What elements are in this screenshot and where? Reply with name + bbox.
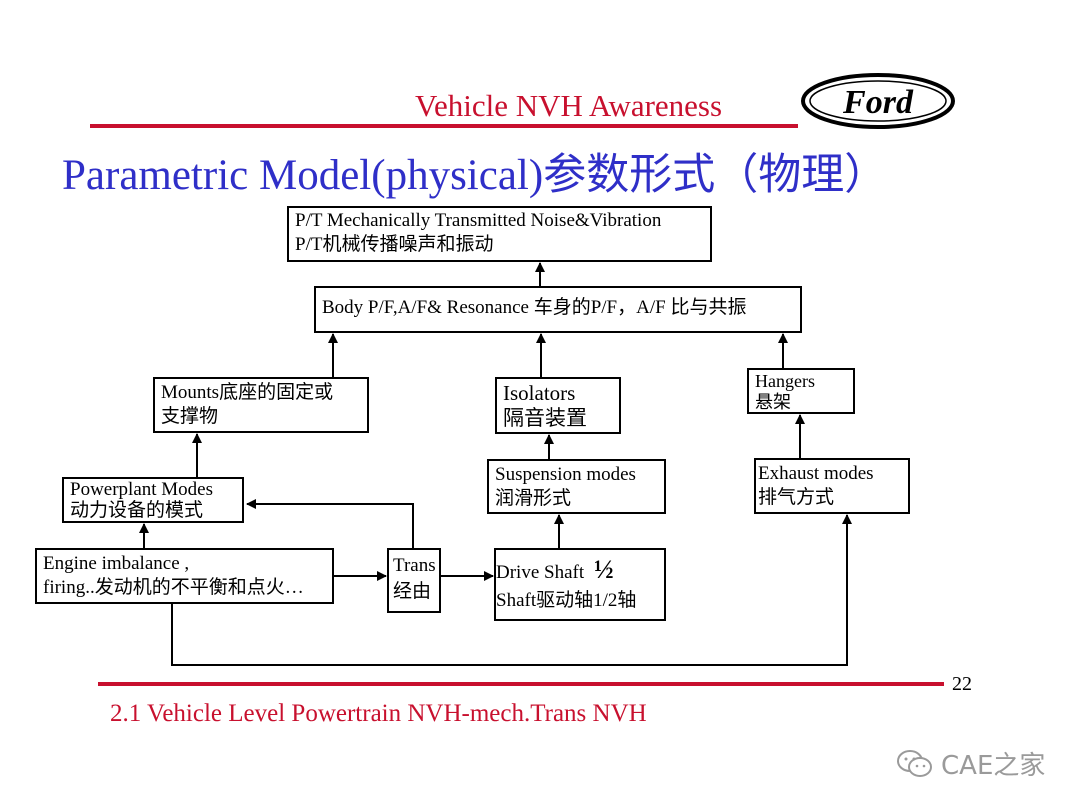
node-label: 悬架 bbox=[755, 392, 791, 412]
node-body-resonance: Body P/F,A/F& Resonance 车身的P/F，A/F 比与共振 bbox=[314, 286, 802, 333]
node-label: P/T机械传播噪声和振动 bbox=[295, 234, 494, 255]
node-label: Powerplant Modes bbox=[70, 479, 214, 500]
header-rule bbox=[90, 124, 798, 128]
node-label: Hangers bbox=[755, 371, 815, 391]
node-label: firing..发动机的不平衡和点火… bbox=[43, 577, 304, 598]
node-label: 隔音装置 bbox=[503, 406, 587, 430]
node-isolators: Isolators 隔音装置 bbox=[495, 377, 621, 434]
arrow-engine-to-exhaust bbox=[171, 514, 852, 666]
wechat-icon bbox=[897, 749, 932, 777]
node-label: Suspension modes bbox=[495, 464, 636, 485]
header-title: Vehicle NVH Awareness bbox=[415, 88, 723, 123]
node-trans: Trans 经由 bbox=[387, 548, 441, 613]
node-label: 经由 bbox=[393, 581, 432, 602]
node-label: Isolators bbox=[503, 381, 576, 405]
watermark-text: CAE之家 bbox=[941, 751, 1046, 781]
node-exhaust: Exhaust modes 排气方式 bbox=[754, 458, 910, 514]
node-pt-mechanical: P/T Mechanically Transmitted Noise&Vibra… bbox=[287, 206, 712, 262]
node-label: 动力设备的模式 bbox=[70, 500, 204, 521]
logo-text: Ford bbox=[842, 84, 914, 121]
node-drive-shaft: Drive Shaft ½ Shaft驱动轴1/2轴 bbox=[494, 548, 666, 621]
fraction-label: ½ bbox=[594, 555, 614, 584]
node-label: 排气方式 bbox=[758, 487, 835, 508]
ford-logo: Ford bbox=[801, 73, 955, 129]
page-number: 22 bbox=[952, 673, 972, 695]
node-powerplant: Powerplant Modes 动力设备的模式 bbox=[62, 477, 244, 523]
watermark: CAE之家 bbox=[895, 745, 1045, 782]
node-label: Trans bbox=[393, 555, 436, 576]
node-label: 支撑物 bbox=[161, 406, 219, 427]
node-label: Body P/F,A/F& Resonance 车身的P/F，A/F 比与共振 bbox=[322, 297, 747, 318]
node-label: P/T Mechanically Transmitted Noise&Vibra… bbox=[295, 210, 662, 231]
node-label: Drive Shaft bbox=[496, 562, 585, 583]
node-engine: Engine imbalance , firing..发动机的不平衡和点火… bbox=[35, 548, 334, 604]
node-hangers: Hangers 悬架 bbox=[747, 368, 855, 414]
footer-rule bbox=[98, 682, 944, 686]
page-title: Parametric Model(physical)参数形式（物理） bbox=[62, 152, 888, 199]
node-label: Exhaust modes bbox=[758, 463, 874, 484]
node-suspension: Suspension modes 润滑形式 bbox=[487, 459, 666, 514]
footer-title: 2.1 Vehicle Level Powertrain NVH-mech.Tr… bbox=[110, 700, 647, 727]
arrow-trans-to-powerplant bbox=[246, 499, 414, 548]
node-label: 润滑形式 bbox=[495, 488, 572, 509]
node-label: Shaft驱动轴1/2轴 bbox=[496, 590, 637, 611]
node-label: Mounts底座的固定或 bbox=[161, 382, 334, 403]
node-mounts: Mounts底座的固定或 支撑物 bbox=[153, 377, 369, 433]
node-label: Engine imbalance , bbox=[43, 553, 190, 574]
